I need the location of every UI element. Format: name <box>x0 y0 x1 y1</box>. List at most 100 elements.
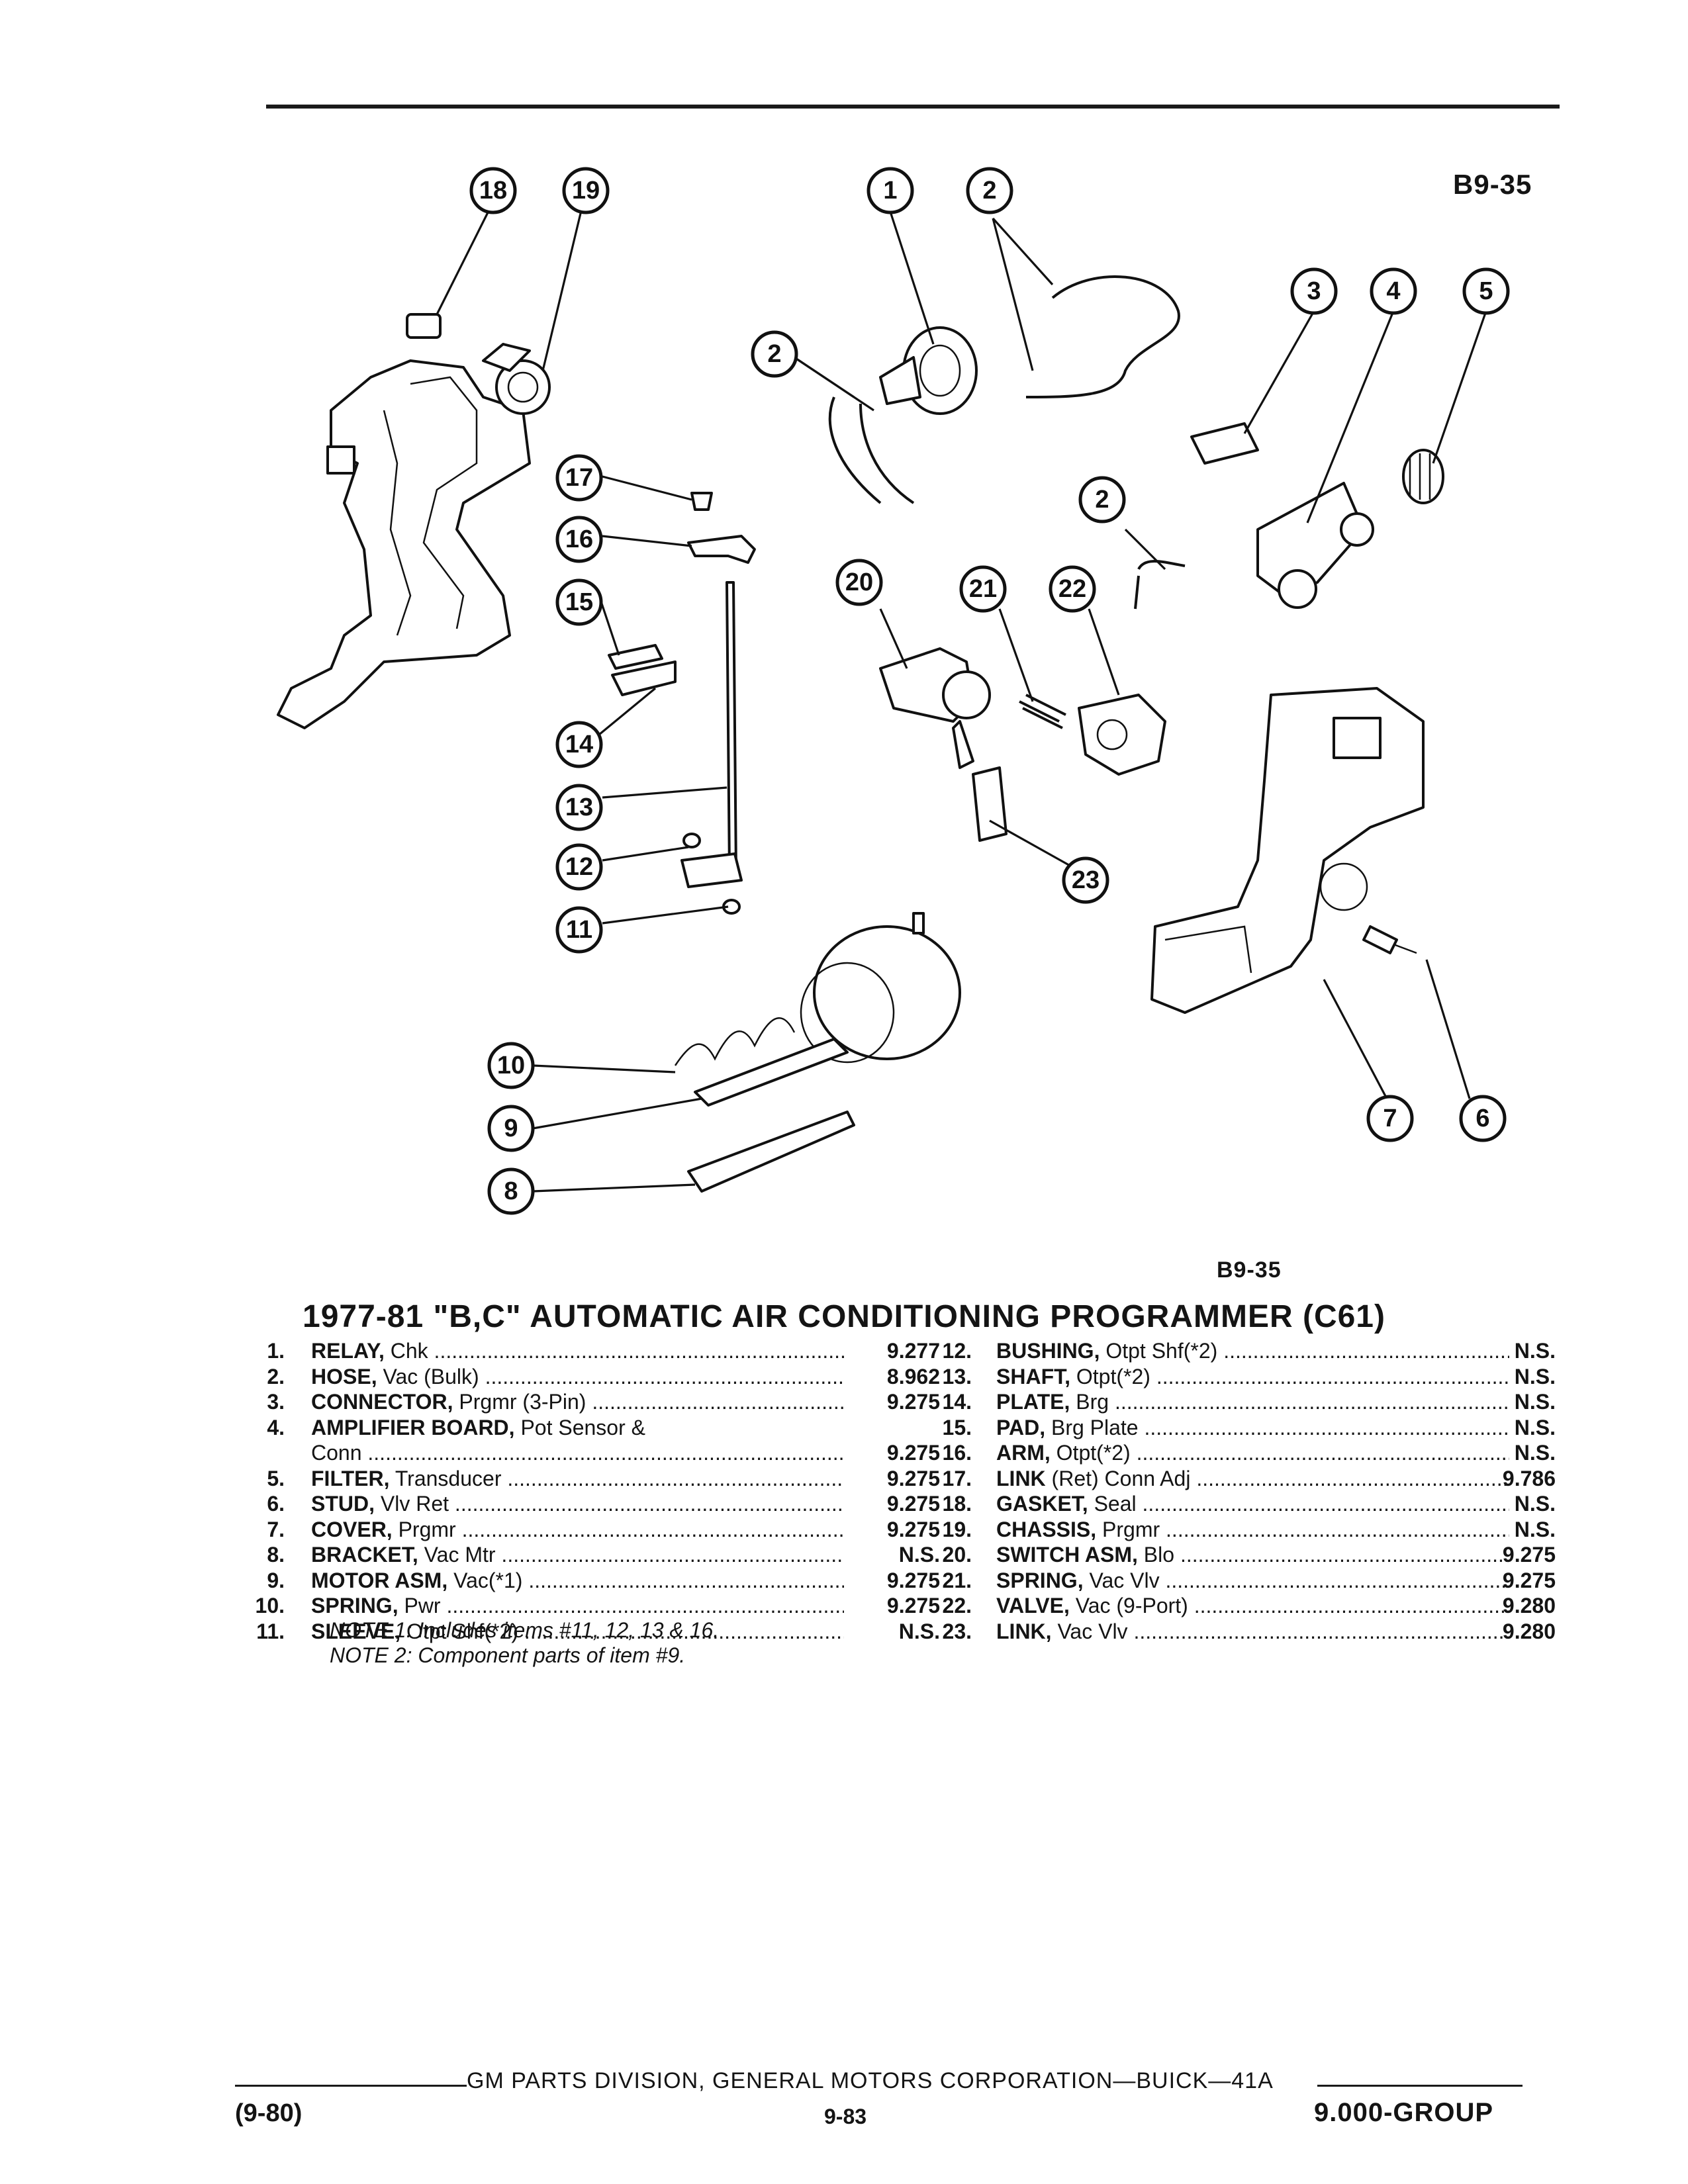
group-number: 9.280 <box>1502 1594 1556 1617</box>
svg-text:11: 11 <box>566 916 592 944</box>
leader-dots: ........................................… <box>1144 1415 1509 1439</box>
part-name: FILTER, <box>311 1466 390 1490</box>
group-number: N.S. <box>1514 1415 1556 1439</box>
figure-code-top: B9-35 <box>1453 169 1532 200</box>
part-detail: Conn <box>311 1441 362 1465</box>
hose-part-drawing <box>1134 575 1140 610</box>
top-rule <box>266 105 1560 109</box>
parts-list-right: 12.BUSHING, Otpt Shf(*2) ...............… <box>894 1338 1556 1644</box>
part-row: 2.HOSE, Vac (Bulk) .....................… <box>238 1364 940 1390</box>
leader-lines <box>436 201 1487 1193</box>
part-number: 22. <box>942 1594 972 1617</box>
group-number: 8.962 <box>886 1364 940 1388</box>
link-part-drawing <box>690 492 713 511</box>
exploded-parts-diagram: 1 2 2 2 3 4 5 6 7 8 9 10 11 12 13 14 15 … <box>277 167 1510 1215</box>
part-name: PLATE, <box>996 1390 1070 1414</box>
part-name: SLEEVE, <box>311 1619 401 1643</box>
part-number: 20. <box>942 1543 972 1567</box>
leader-dots: ........................................… <box>367 1441 844 1465</box>
svg-text:14: 14 <box>565 731 593 758</box>
part-detail: Brg <box>1076 1390 1109 1414</box>
switch-assembly-part-drawing <box>879 647 991 769</box>
part-description: SHAFT, Otpt(*2) ........................… <box>996 1364 1509 1390</box>
bracket-part-drawing <box>687 1111 855 1193</box>
svg-text:2: 2 <box>767 340 781 368</box>
svg-text:23: 23 <box>1072 866 1100 894</box>
part-description: SWITCH ASM, Blo ........................… <box>996 1542 1509 1568</box>
leader-dots: ........................................… <box>1194 1594 1509 1617</box>
part-description: MOTOR ASM, Vac(*1) .....................… <box>311 1568 844 1594</box>
part-description: BUSHING, Otpt Shf(*2) ..................… <box>996 1338 1509 1364</box>
svg-text:2: 2 <box>982 177 996 205</box>
svg-text:2: 2 <box>1095 486 1109 514</box>
part-detail: Vac (Bulk) <box>383 1364 479 1388</box>
svg-text:4: 4 <box>1386 277 1400 305</box>
part-detail: Prgmr <box>1102 1517 1160 1541</box>
motor-link-part-drawing <box>694 1038 849 1107</box>
part-name: AMPLIFIER BOARD, <box>311 1415 515 1439</box>
part-name: ARM, <box>996 1441 1051 1465</box>
group-number: 9.275 <box>886 1466 940 1490</box>
part-number: 14. <box>942 1390 972 1414</box>
callout: 10 <box>487 1042 535 1089</box>
part-detail: Transducer <box>395 1466 502 1490</box>
part-row: 23.LINK, Vac Vlv .......................… <box>894 1619 1556 1645</box>
part-row: 6.STUD, Vlv Ret ........................… <box>238 1491 940 1517</box>
group-number: N.S. <box>1514 1492 1556 1516</box>
part-row: 16.ARM, Otpt(*2) .......................… <box>894 1440 1556 1466</box>
leader-dots: ........................................… <box>1180 1543 1509 1567</box>
part-row: 5.FILTER, Transducer ...................… <box>238 1466 940 1492</box>
stud-part-drawing <box>1362 925 1417 954</box>
svg-text:18: 18 <box>479 177 507 205</box>
part-number: 15. <box>942 1415 972 1439</box>
part-detail: Pwr <box>404 1594 441 1617</box>
part-number: 8. <box>267 1543 285 1567</box>
part-number: 21. <box>942 1568 972 1592</box>
group-number: N.S. <box>1514 1390 1556 1414</box>
svg-text:17: 17 <box>565 464 593 492</box>
part-name: RELAY, <box>311 1339 385 1363</box>
svg-text:22: 22 <box>1058 575 1086 603</box>
part-row: 4.AMPLIFIER BOARD, Pot Sensor & <box>238 1415 874 1441</box>
svg-text:5: 5 <box>1479 277 1493 305</box>
callout: 4 <box>1370 267 1417 315</box>
group-number: 9.275 <box>1502 1568 1556 1592</box>
svg-text:19: 19 <box>572 177 600 205</box>
callout: 3 <box>1290 267 1338 315</box>
part-detail: Otpt(*2) <box>1076 1364 1150 1388</box>
part-number: 18. <box>942 1492 972 1516</box>
leader-dots: ........................................… <box>454 1492 844 1516</box>
group-number: 9.277 <box>886 1339 940 1363</box>
parts-list-left: 1.RELAY, Chk ...........................… <box>238 1338 940 1645</box>
callout: 6 <box>1459 1095 1507 1142</box>
svg-text:21: 21 <box>969 575 997 603</box>
spring-part-drawing <box>1019 694 1066 729</box>
group-number: 9.275 <box>886 1441 940 1465</box>
part-row: 21.SPRING, Vac Vlv .....................… <box>894 1568 1556 1594</box>
hose-part-drawing <box>1025 275 1180 398</box>
part-name: BRACKET, <box>311 1543 418 1567</box>
callout: 13 <box>555 784 603 831</box>
part-detail: Seal <box>1094 1492 1137 1516</box>
part-description: SLEEVE, Otpt Shf(*2) ...................… <box>311 1619 844 1645</box>
svg-text:7: 7 <box>1383 1105 1397 1132</box>
part-detail: Vac Vlv <box>1089 1568 1160 1592</box>
figure-code-bottom: B9-35 <box>1217 1257 1282 1283</box>
part-name: STUD, <box>311 1492 375 1516</box>
footer-rule-left <box>235 2085 467 2087</box>
callout: 5 <box>1462 267 1510 315</box>
pad-part-drawing <box>608 644 663 670</box>
part-number: 17. <box>942 1466 972 1490</box>
callout: 1 <box>867 167 914 214</box>
footer-group: 9.000-GROUP <box>1314 2098 1494 2127</box>
part-number: 9. <box>267 1568 285 1592</box>
part-number: 16. <box>942 1441 972 1465</box>
group-number: N.S. <box>1514 1441 1556 1465</box>
part-row: 3.CONNECTOR, Prgmr (3-Pin) .............… <box>238 1389 940 1415</box>
part-row: 8.BRACKET, Vac Mtr .....................… <box>238 1542 940 1568</box>
part-row: 19.CHASSIS, Prgmr ......................… <box>894 1517 1556 1543</box>
leader-dots: ........................................… <box>1166 1517 1509 1541</box>
group-number: 9.280 <box>1502 1619 1556 1643</box>
part-row: 14.PLATE, Brg ..........................… <box>894 1389 1556 1415</box>
part-detail: Brg Plate <box>1051 1415 1139 1439</box>
